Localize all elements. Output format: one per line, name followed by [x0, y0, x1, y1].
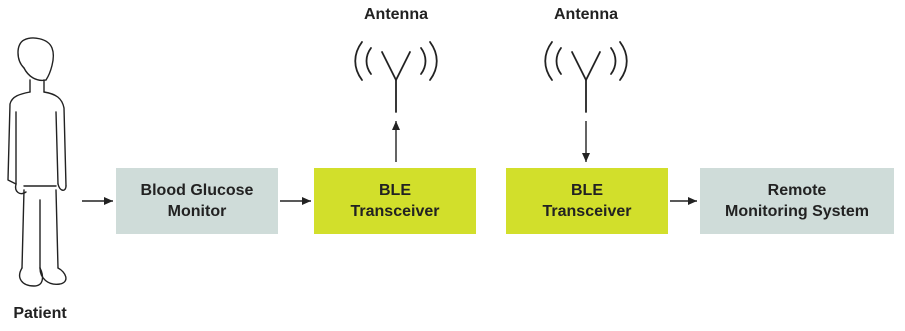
antenna-tx-icon: [354, 41, 438, 113]
remote-monitoring-box: Remote Monitoring System: [700, 168, 894, 234]
antenna-rx-label: Antenna: [554, 6, 618, 23]
patient-figure-icon: [7, 37, 67, 287]
antenna-tx-label: Antenna: [364, 6, 428, 23]
antenna-rx-icon: [544, 41, 628, 113]
patient-label: Patient: [13, 305, 67, 322]
ble-transceiver-tx-box: BLE Transceiver: [314, 168, 476, 234]
glucose-monitor-box: Blood Glucose Monitor: [116, 168, 278, 234]
ble-transceiver-rx-box: BLE Transceiver: [506, 168, 668, 234]
